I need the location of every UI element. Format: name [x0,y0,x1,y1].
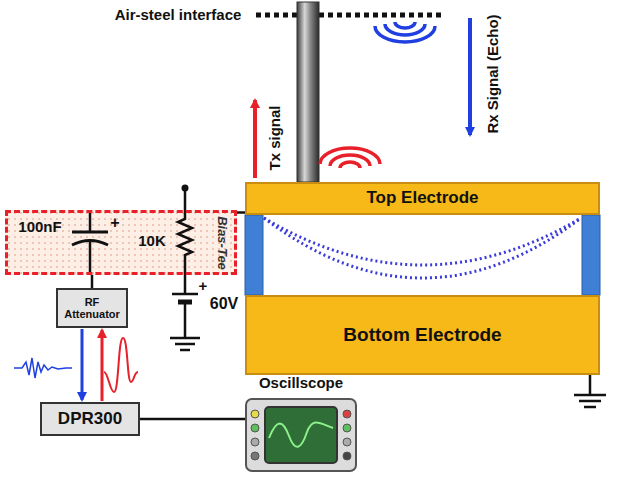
steel-rod [297,2,319,182]
capacitor-symbol [72,232,108,245]
annotation-label: 60V [210,295,238,313]
oscilloscope: Oscillscope [245,398,357,472]
electrode-box: Bottom Electrode [245,295,600,375]
tx-waves [320,148,380,168]
spacer [245,215,263,295]
annotation-label: Air-steel interface [115,6,242,23]
junction-dot [182,185,189,192]
annotation-label: 10K [138,232,166,249]
bias-tee-dots [5,210,237,275]
device-label: Oscillscope [259,374,343,391]
tx-arrow [253,100,257,178]
box-label: Top Electrode [362,189,482,208]
battery-symbol [172,294,198,302]
spacer [582,215,600,295]
annotation-label: + [199,277,208,294]
signal-label: Rx Signal (Echo) [484,14,501,133]
wire-connector [82,329,102,401]
annotation-label: + [110,214,119,232]
rx-waves [375,22,435,42]
membrane-deflection [264,218,581,278]
rx-arrow [468,18,472,135]
wire-connector [237,212,245,213]
box-label: Bottom Electrode [339,325,505,346]
annotation-label: 100nF [18,218,61,235]
attenuator-box: RF Attenuator [56,288,128,328]
signal-label: Tx signal [266,105,283,170]
wire-connector [140,419,245,420]
pulse-waveform [104,338,138,392]
ground-symbol [574,395,606,407]
ground-symbol [170,338,200,350]
instrument-box: DPR300 [40,402,140,436]
box-label: Bias-Tee [215,216,230,270]
box-label: RF Attenuator [58,296,126,320]
box-label: DPR300 [54,410,126,429]
bias-tee-fill [5,210,237,275]
echo-waveform [14,358,72,378]
interface-line [256,13,445,18]
electrode-box: Top Electrode [245,182,600,215]
oscilloscope-symbol [245,398,357,472]
wire-connector [92,275,93,288]
